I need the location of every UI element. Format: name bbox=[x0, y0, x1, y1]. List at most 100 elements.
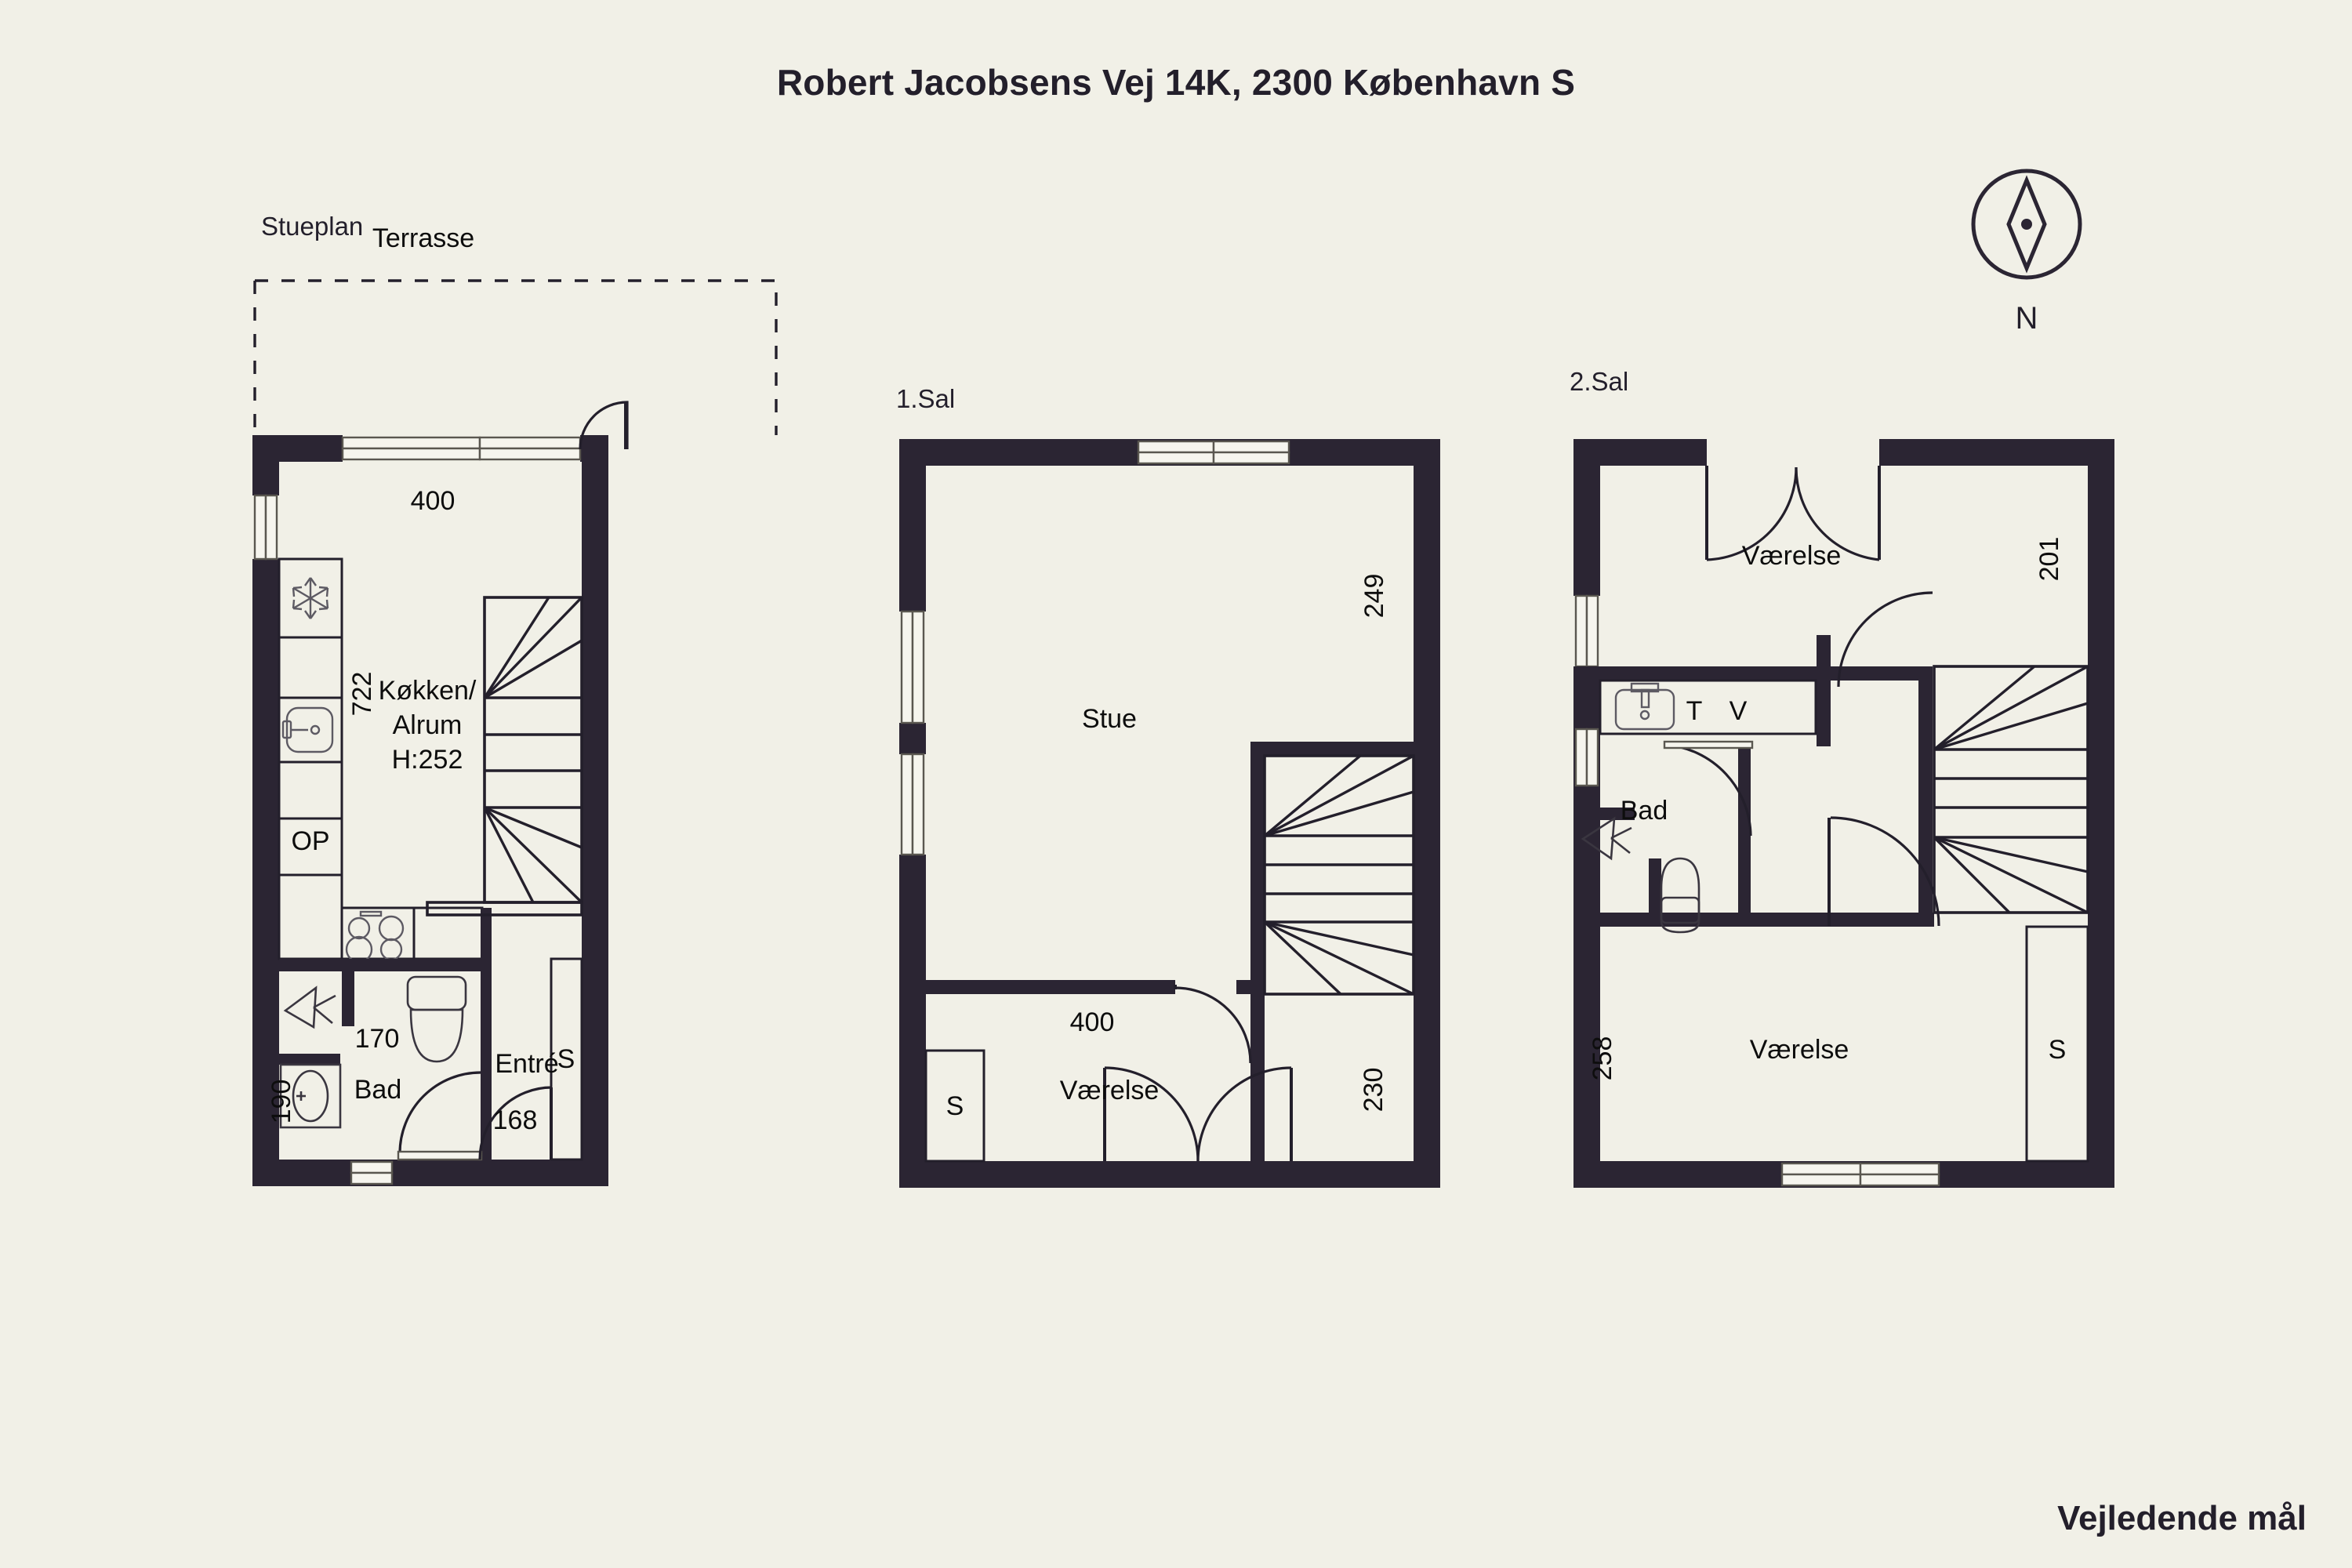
door-terrace bbox=[579, 401, 629, 450]
window-bath-b bbox=[1585, 728, 1599, 787]
dim-258: 258 bbox=[1588, 1036, 1617, 1081]
kitchen-cabinet-3 bbox=[278, 873, 343, 960]
exterior-wall-left-bot bbox=[899, 855, 926, 1188]
storage-partition-2sal bbox=[2025, 925, 2089, 1163]
exterior-wall-left bbox=[252, 559, 279, 1186]
dim-249: 249 bbox=[1359, 574, 1389, 619]
floor-label-stueplan: Stueplan bbox=[261, 212, 364, 241]
exterior-wall-left-mid bbox=[899, 723, 926, 754]
window-left-b bbox=[911, 610, 925, 724]
exterior-wall-right bbox=[582, 435, 608, 1186]
window-terrace-c bbox=[478, 436, 582, 450]
exterior-wall-left-c bbox=[1573, 925, 1600, 1188]
dim-190: 190 bbox=[267, 1080, 296, 1124]
interior-wall-bath-top bbox=[279, 959, 492, 971]
window-terrace-d bbox=[478, 447, 582, 461]
terrasse-label: Terrasse bbox=[372, 223, 474, 253]
washbasin-icon bbox=[279, 1063, 342, 1129]
kitchen-label-3: H:252 bbox=[392, 745, 463, 775]
storage-label-2sal: S bbox=[2049, 1035, 2067, 1065]
cooktop-icon bbox=[345, 910, 405, 964]
exterior-wall-top-right bbox=[1879, 439, 2114, 466]
door-bad bbox=[1665, 743, 1752, 837]
dim-201: 201 bbox=[2034, 537, 2064, 582]
interior-wall-kitchen-right bbox=[481, 908, 492, 959]
storage-label-stue: S bbox=[557, 1044, 575, 1074]
vaerelse-label-2sal-top: Værelse bbox=[1742, 541, 1842, 571]
window-left-upper-a bbox=[253, 494, 267, 561]
kitchen-label-1: Køkken/ bbox=[379, 676, 477, 706]
window-bath-a bbox=[1574, 728, 1588, 787]
kitchen-label-2: Alrum bbox=[393, 710, 463, 740]
interior-wall-stair bbox=[1250, 742, 1265, 994]
interior-wall-bath-left-stub bbox=[279, 1054, 340, 1065]
bad-label-2sal: Bad bbox=[1621, 796, 1668, 826]
interior-wall-toilet-right bbox=[1738, 745, 1751, 925]
compass-needle-icon bbox=[1971, 169, 2082, 280]
door-entre bbox=[478, 1086, 553, 1160]
interior-wall-bad-notch bbox=[1817, 732, 1831, 746]
window-bath-a bbox=[350, 1160, 394, 1174]
refrigerator-icon bbox=[292, 577, 329, 619]
vanity-closet bbox=[1599, 679, 1817, 735]
window-left-upper-b bbox=[264, 494, 278, 561]
storage-label-1sal: S bbox=[946, 1091, 964, 1121]
window-top-b bbox=[1137, 451, 1215, 465]
dim-230: 230 bbox=[1359, 1068, 1388, 1112]
terrace-outline bbox=[255, 279, 778, 435]
window-left-a bbox=[1574, 594, 1588, 668]
toilet-icon bbox=[406, 975, 467, 1063]
entre-label: Entré bbox=[495, 1049, 558, 1079]
window-top-a bbox=[1137, 440, 1215, 454]
dryer-label: T bbox=[1686, 696, 1703, 726]
window-terrace-a bbox=[341, 436, 481, 450]
interior-wall-corridor-right bbox=[1918, 666, 1933, 925]
kitchen-cabinet-1 bbox=[278, 636, 343, 699]
window-left-c bbox=[900, 753, 914, 856]
window-bottom-d bbox=[1859, 1173, 1940, 1187]
door-bottom-right bbox=[1196, 1066, 1292, 1162]
washer-label: V bbox=[1730, 696, 1748, 726]
interior-wall-right-vert bbox=[1250, 980, 1265, 1161]
interior-wall-bath-stub bbox=[1573, 808, 1635, 820]
exterior-wall-right bbox=[1414, 439, 1440, 1188]
interior-wall-bath-right bbox=[481, 959, 492, 1160]
window-left-a bbox=[900, 610, 914, 724]
dim-400-1sal: 400 bbox=[1070, 1007, 1115, 1037]
dim-168: 168 bbox=[493, 1105, 538, 1135]
floor-label-2sal: 2.Sal bbox=[1570, 367, 1629, 396]
door-vaerelse bbox=[1174, 986, 1252, 1064]
floorplan-2sal: T V S Værelse 201 Bad 258 Værelse bbox=[1573, 439, 2114, 1188]
door-top-left bbox=[1706, 466, 1798, 561]
interior-wall-vert-upper bbox=[1817, 635, 1831, 681]
staircase-icon bbox=[1263, 754, 1415, 996]
vaerelse-label-2sal-bot: Værelse bbox=[1750, 1035, 1849, 1065]
exterior-wall-right bbox=[2088, 439, 2114, 1188]
interior-wall-bad-bottom bbox=[1573, 913, 1934, 927]
exterior-wall-bottom bbox=[252, 1160, 608, 1186]
interior-wall-toilet-left bbox=[1649, 858, 1661, 925]
interior-wall-bad-top bbox=[1573, 666, 1817, 681]
compass-rose: N bbox=[1964, 155, 2089, 355]
shower-icon bbox=[283, 985, 336, 1029]
interior-wall-bad-bottom-joint bbox=[1918, 913, 1933, 927]
kitchen-cabinet-2 bbox=[278, 760, 343, 820]
door-bad-leaf bbox=[1663, 740, 1754, 750]
floorplan-1sal: S 249 Stue 400 Værelse 230 bbox=[899, 439, 1440, 1188]
compass-north-label: N bbox=[2015, 301, 2038, 336]
vaerelse-label-1sal: Værelse bbox=[1060, 1076, 1160, 1105]
window-terrace-b bbox=[341, 447, 481, 461]
floor-label-1sal: 1.Sal bbox=[896, 384, 956, 413]
toilet-icon bbox=[1660, 857, 1700, 934]
door-bath bbox=[398, 1071, 481, 1155]
shower-icon bbox=[1581, 816, 1632, 861]
page-title: Robert Jacobsens Vej 14K, 2300 København… bbox=[776, 62, 1576, 103]
interior-wall-corridor-top bbox=[1831, 666, 1933, 681]
door-bath-leaf bbox=[397, 1150, 483, 1161]
exterior-wall-left-top bbox=[899, 439, 926, 612]
interior-wall-bad-right-a bbox=[1817, 666, 1831, 734]
dim-170: 170 bbox=[355, 1024, 400, 1054]
storage-partition-1sal bbox=[924, 1049, 985, 1163]
stue-label: Stue bbox=[1082, 704, 1137, 734]
window-bottom-a bbox=[1780, 1162, 1862, 1176]
